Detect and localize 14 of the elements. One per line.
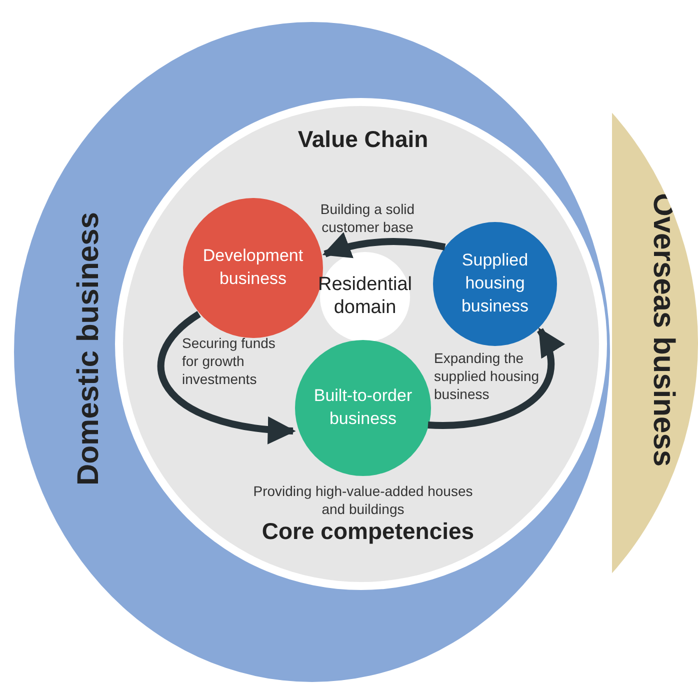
cycle-arrow bbox=[158, 311, 296, 444]
caption-text: Providing high-value-added houses and buildings bbox=[252, 482, 474, 518]
ring-heading: Core competencies bbox=[260, 518, 476, 545]
ring-heading: Value Chain bbox=[296, 126, 430, 153]
circle-label: Supplied housing business bbox=[460, 250, 530, 318]
edge-label: Securing funds for growth investments bbox=[182, 334, 276, 389]
circle-label: Built-to-order business bbox=[312, 385, 414, 430]
cycle-arrow bbox=[428, 327, 564, 429]
band-title: Domestic business bbox=[72, 212, 106, 486]
cycle-arrow bbox=[322, 232, 446, 259]
circle-label: Residential domain bbox=[317, 274, 413, 320]
circle-label: Development business bbox=[202, 245, 304, 290]
edge-label: Building a solid customer base bbox=[319, 200, 416, 236]
edge-label: Expanding the supplied housing business bbox=[434, 349, 540, 404]
